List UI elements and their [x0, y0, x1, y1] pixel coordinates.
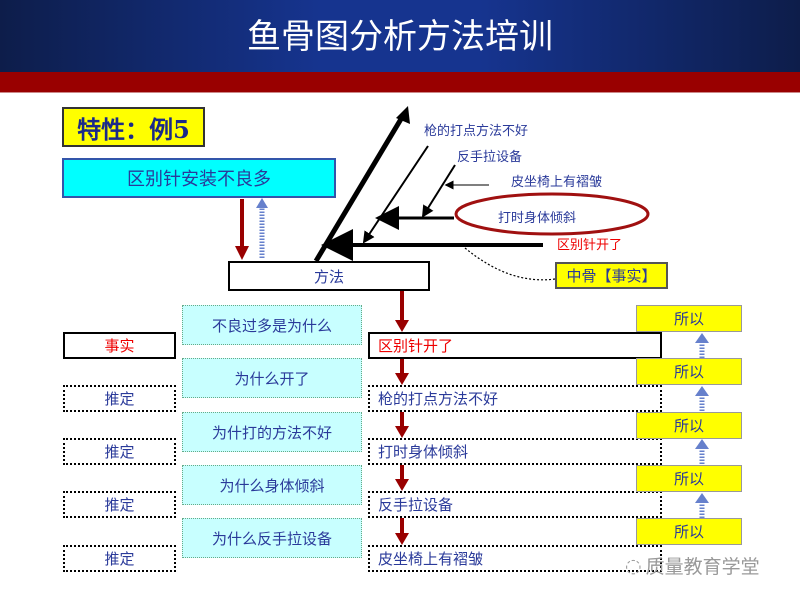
answer-box: 打时身体倾斜: [368, 438, 662, 465]
watermark: ◌质量教育学堂: [625, 552, 760, 579]
bone-label-1: 枪的打点方法不好: [424, 124, 529, 139]
answer-box: 枪的打点方法不好: [368, 385, 662, 412]
red-band: [0, 72, 800, 93]
answer-box: 反手拉设备: [368, 491, 662, 518]
problem-box: 区别针安装不良多: [62, 158, 336, 198]
so-box: 所以: [636, 358, 742, 385]
so-up-arrow-head: [695, 333, 709, 343]
middle-bone-label: 中骨【事实】: [555, 262, 668, 289]
connector: [464, 247, 556, 281]
header-bar: [0, 0, 800, 72]
why-down-arrow-head: [395, 426, 409, 438]
tag-box: 推定: [63, 438, 176, 465]
main-arrow-head: [396, 106, 410, 124]
why-box: 为什么反手拉设备: [182, 518, 362, 558]
so-box: 所以: [636, 412, 742, 439]
slide-title: 鱼骨图分析方法培训: [247, 17, 553, 57]
watermark-text: 质量教育学堂: [645, 556, 760, 578]
why-box: 为什么身体倾斜: [182, 465, 362, 505]
bone-label-4: 打时身体倾斜: [498, 211, 577, 226]
so-up-arrow-head: [695, 493, 709, 503]
answer-box: 区别针开了: [368, 332, 662, 359]
why-box: 为什打的方法不好: [182, 412, 362, 452]
so-box: 所以: [636, 465, 742, 492]
tag-box: 事实: [63, 332, 176, 359]
why-down-arrow-head: [395, 533, 409, 545]
bone-2: [421, 164, 456, 218]
answer-box: 皮坐椅上有褶皱: [368, 545, 662, 572]
tag-box: 推定: [63, 545, 176, 572]
why-down-arrow-head: [395, 373, 409, 385]
bone-label-3: 皮坐椅上有褶皱: [511, 175, 603, 190]
bone-1: [362, 145, 429, 244]
tag-box: 推定: [63, 385, 176, 412]
why-box: 为什么开了: [182, 358, 362, 398]
highlight-ellipse: [454, 192, 650, 236]
why-down-arrow-head: [395, 320, 409, 332]
bone-label-2: 反手拉设备: [457, 150, 523, 165]
characteristic-label: 特性：例5: [62, 107, 205, 147]
wechat-icon: ◌: [625, 554, 642, 577]
so-box: 所以: [636, 518, 742, 545]
why-box: 不良过多是为什么: [182, 305, 362, 345]
so-box: 所以: [636, 305, 742, 332]
bone-label-5: 区别针开了: [557, 238, 623, 253]
so-up-arrow-head: [695, 439, 709, 449]
tag-box: 推定: [63, 491, 176, 518]
category-box: 方法: [228, 261, 430, 291]
so-up-arrow-head: [695, 386, 709, 396]
why-down-arrow-head: [395, 479, 409, 491]
